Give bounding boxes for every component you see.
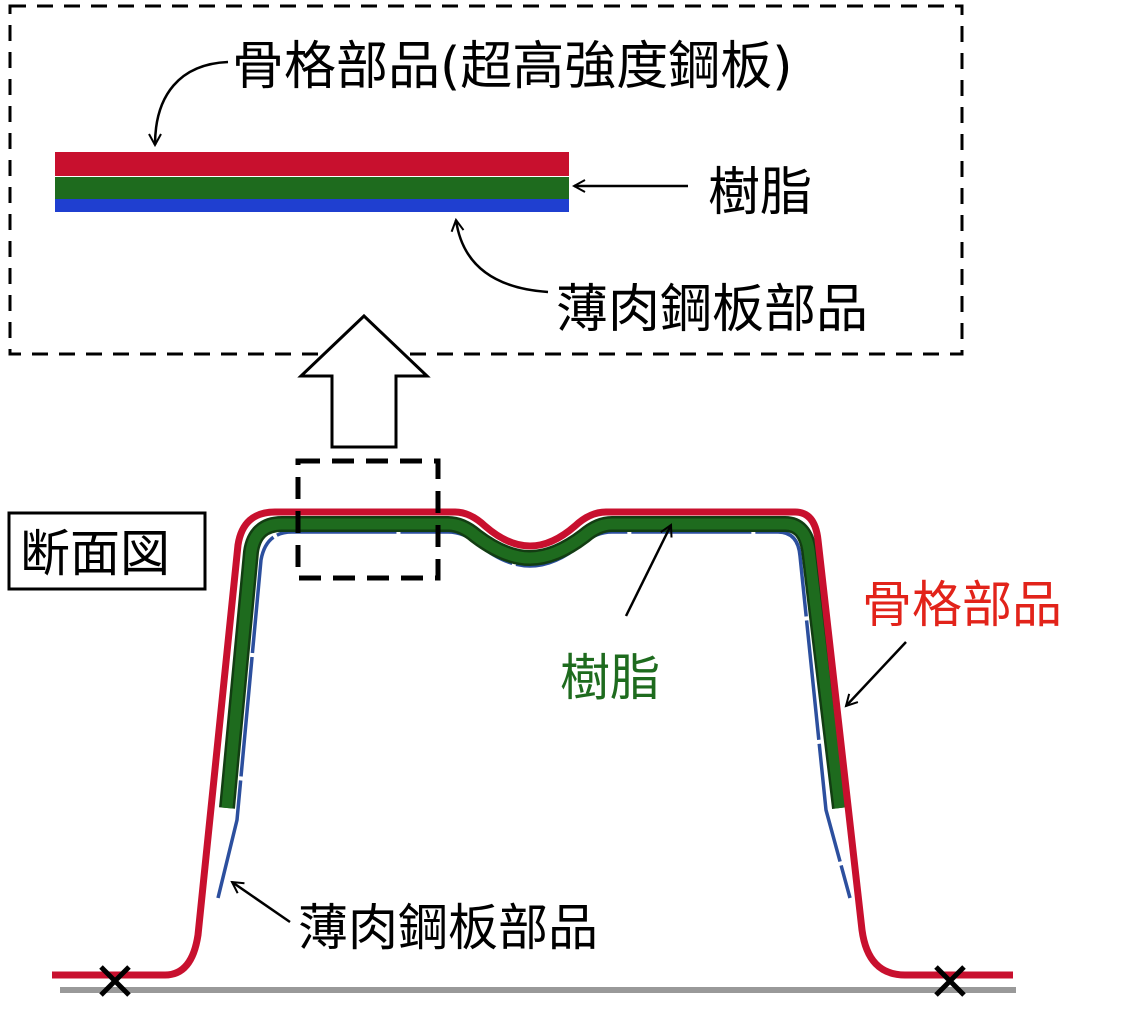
section-resin-label: 樹脂 [560, 649, 660, 707]
section-title-box [7, 511, 207, 591]
skeleton-layer-strip [55, 152, 569, 176]
detail-resin-label: 樹脂 [708, 163, 812, 223]
skeleton-profile [52, 508, 1013, 979]
thin-layer-strip [55, 199, 569, 212]
section-thin-label: 薄肉鋼板部品 [298, 899, 598, 957]
detail-skeleton-arrow [155, 60, 229, 145]
enlarge-up-arrow [297, 313, 431, 449]
section-resin-arrow [624, 525, 671, 617]
right-fixed-support-mark [934, 965, 966, 997]
section-thin-arrow [232, 882, 291, 924]
left-fixed-support-mark [99, 965, 131, 997]
detail-skeleton-label: 骨格部品(超高強度鋼板) [232, 37, 793, 97]
thin-steel-profile [216, 530, 852, 899]
section-skeleton-label: 骨格部品 [862, 576, 1062, 634]
section-skeleton-arrow [846, 641, 907, 706]
section-title: 断面図 [20, 525, 170, 583]
section-detail-region [295, 458, 441, 581]
resin-profile [221, 518, 846, 809]
detail-thin-arrow [456, 220, 549, 294]
detail-thin-label: 薄肉鋼板部品 [556, 280, 868, 340]
resin-layer-strip [55, 177, 569, 199]
